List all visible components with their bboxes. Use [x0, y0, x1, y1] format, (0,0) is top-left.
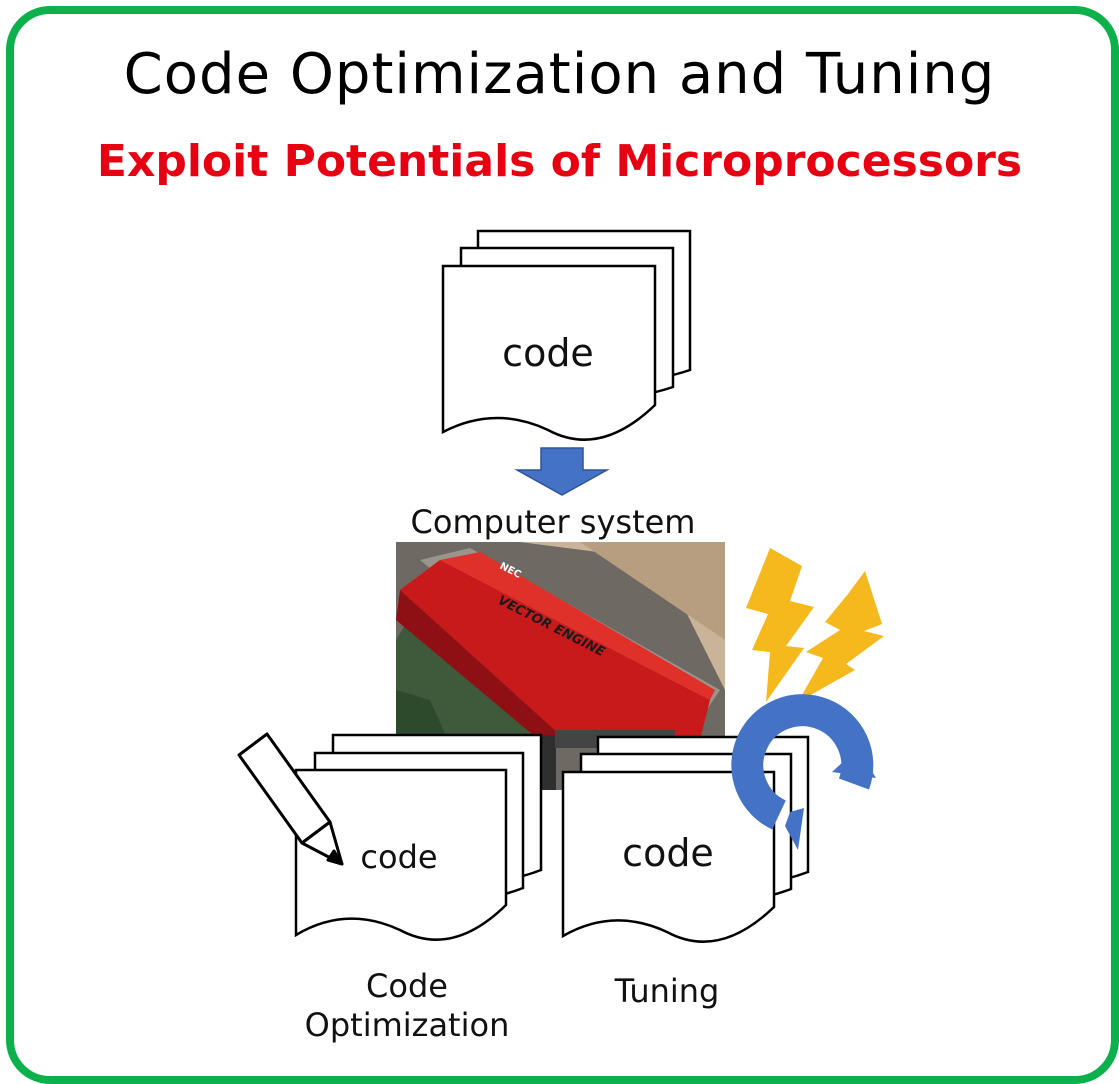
top-doc-page-front: [441, 264, 657, 441]
left-code-document-stack: [294, 733, 543, 941]
right-doc-label: code: [622, 831, 714, 875]
left-doc-page-front: [294, 768, 508, 941]
pencil-icon: [237, 732, 344, 866]
right-doc-page-front: [561, 770, 776, 943]
caption-code-optimization-line2: Optimization: [305, 1006, 510, 1044]
caption-code-optimization-line1: Code: [366, 967, 448, 1005]
top-code-document-stack: [441, 229, 692, 441]
figure-subtitle: Exploit Potentials of Microprocessors: [96, 136, 1023, 187]
figure-title: Code Optimization and Tuning: [123, 42, 996, 107]
cycle-arrow-icon: [731, 694, 876, 850]
lightning-bolt-right: [798, 571, 884, 702]
caption-tuning: Tuning: [614, 972, 720, 1010]
top-doc-label: code: [502, 331, 594, 375]
lightning-icon: [746, 548, 884, 702]
down-arrow: [514, 447, 610, 496]
computer-system-label: Computer system: [411, 503, 696, 541]
left-doc-label: code: [360, 838, 437, 876]
lightning-bolt-left: [746, 548, 814, 702]
